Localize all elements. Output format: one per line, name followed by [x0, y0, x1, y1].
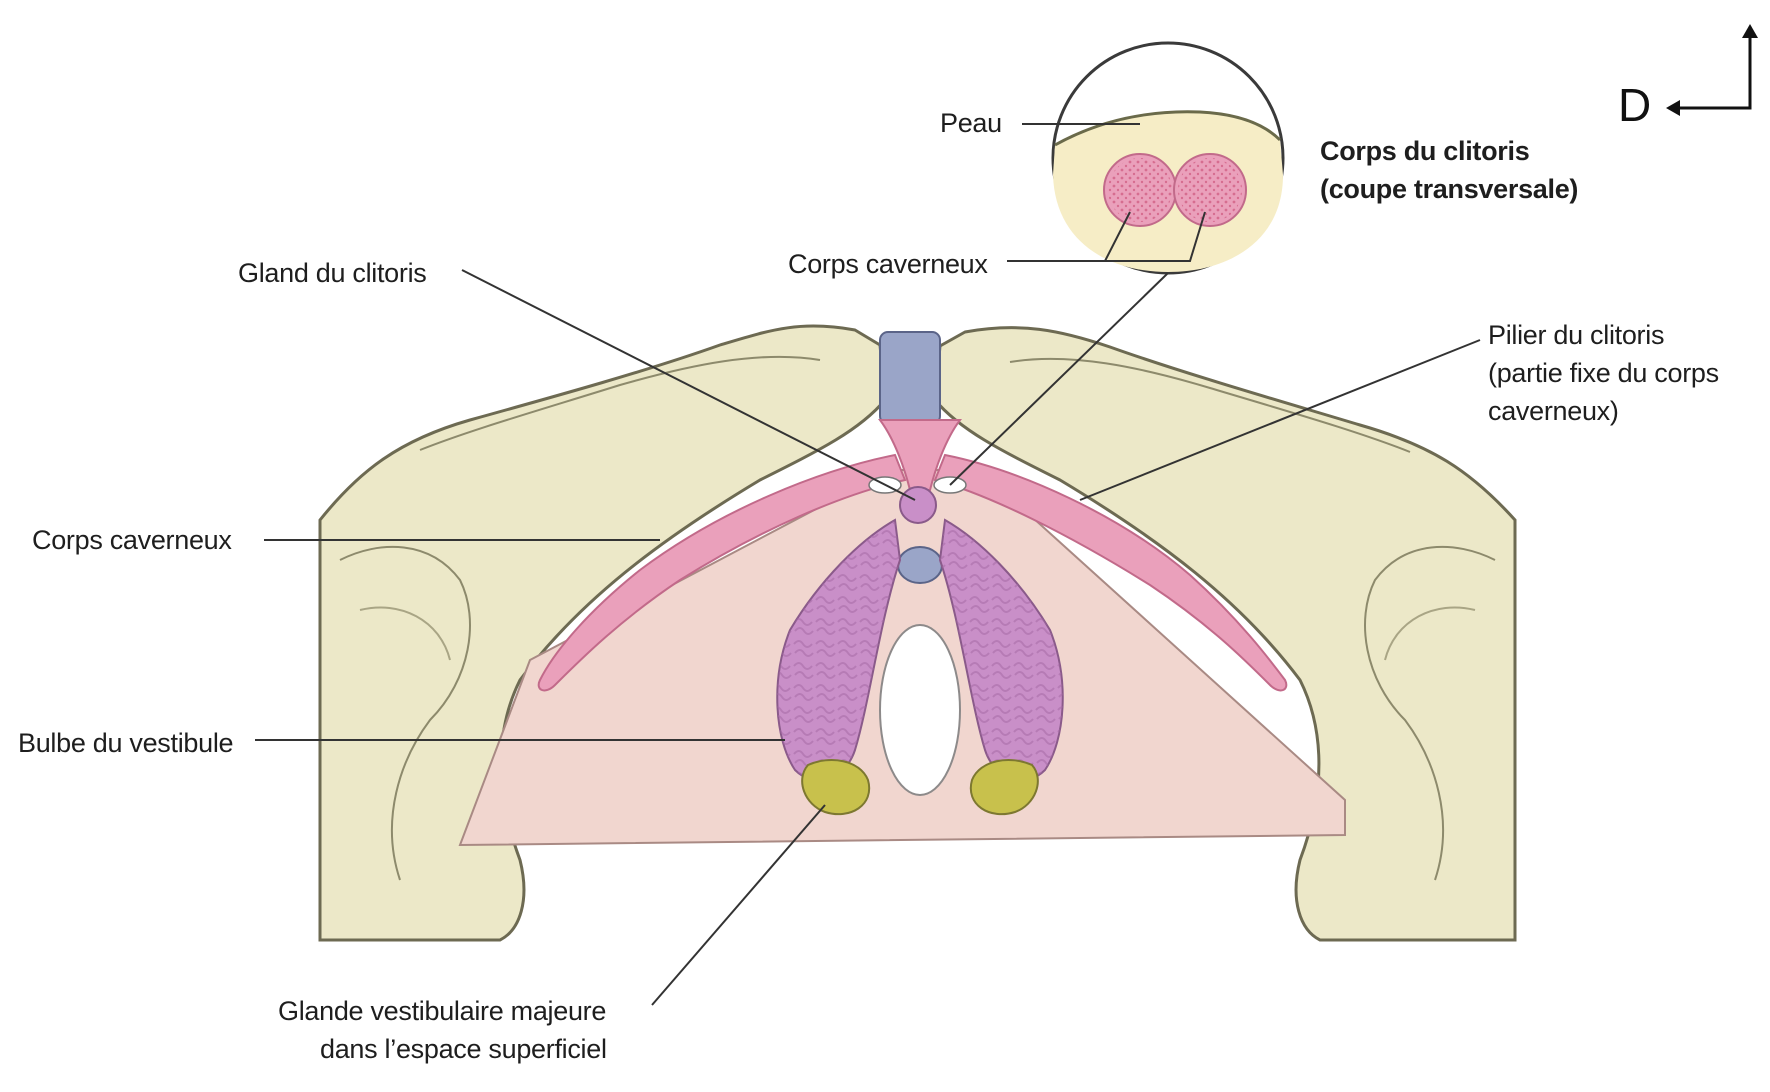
label-inset-cavernous: Corps caverneux [788, 249, 988, 279]
label-bulb: Bulbe du vestibule [18, 728, 234, 758]
clitoris-glans [899, 486, 937, 524]
right-crus [933, 453, 1288, 692]
label-gland-line1: Glande vestibulaire majeure [278, 996, 607, 1026]
right-vestibular-gland [969, 759, 1039, 816]
label-glans: Gland du clitoris [238, 258, 427, 288]
inset-cross-section [1051, 41, 1285, 275]
clitoris-body [878, 419, 962, 491]
inset-cavernous-left-texture [1108, 158, 1172, 222]
urethral-opening [897, 546, 943, 584]
corner-arrow-icon [1666, 24, 1758, 116]
inset-skin-line [1054, 110, 1282, 147]
leader-glans [461, 269, 916, 501]
label-cavernous: Corps caverneux [32, 525, 232, 555]
inset-cavernous-right-texture [1178, 158, 1242, 222]
vaginal-opening [879, 624, 961, 796]
left-bulb-texture [777, 520, 900, 781]
inset-title-line1: Corps du clitoris [1320, 136, 1530, 166]
orientation-letter: D [1618, 79, 1652, 131]
label-crus-line2: (partie fixe du corps [1488, 358, 1719, 388]
leader-gland [651, 804, 826, 1006]
inset-title-line2: (coupe transversale) [1320, 174, 1579, 204]
label-skin: Peau [940, 108, 1002, 138]
label-crus-line1: Pilier du clitoris [1488, 320, 1665, 350]
leader-crus [1079, 339, 1481, 501]
leader-inset-origin [949, 272, 1169, 486]
leader-inset-cavernous [1007, 211, 1206, 262]
left-crus [537, 453, 907, 692]
left-vestibular-gland [801, 759, 871, 816]
leader-lines [255, 123, 1481, 1006]
label-gland-line2: dans l’espace superficiel [320, 1034, 607, 1064]
right-bulb-texture [940, 520, 1063, 781]
label-crus-line3: caverneux) [1488, 396, 1619, 426]
pubic-symphysis [879, 331, 941, 425]
